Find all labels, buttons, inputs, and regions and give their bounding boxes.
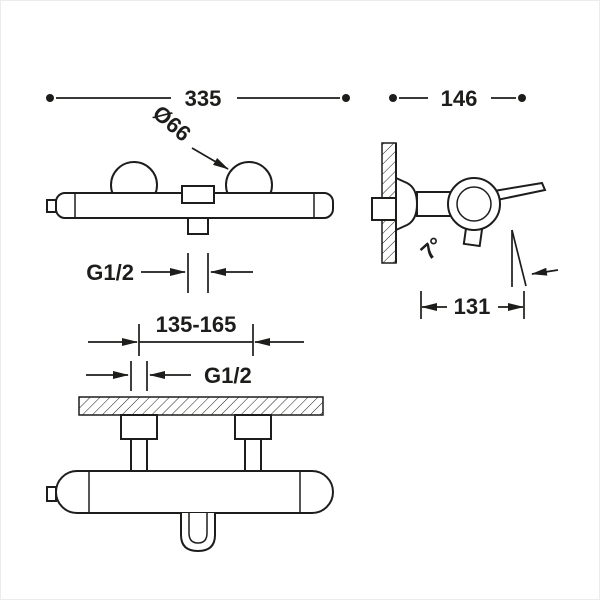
valve-body xyxy=(416,191,452,217)
total-depth-label: 146 xyxy=(441,86,478,111)
inlet-spacing-label: 135-165 xyxy=(156,312,237,337)
dim-inlet-spacing: 135-165 xyxy=(88,312,304,356)
dimension-endpoint-dot xyxy=(518,94,526,102)
wall-section-hatch xyxy=(78,396,324,416)
front-view xyxy=(46,161,334,235)
dim-inlet-thread: G1/2 xyxy=(86,361,252,391)
dimension-endpoint-dot xyxy=(389,94,397,102)
inlet-thread-label: G1/2 xyxy=(204,363,252,388)
left-end-tab xyxy=(46,486,57,502)
dim-spout-angle: 7° xyxy=(416,229,559,287)
dim-total-depth: 146 xyxy=(389,86,526,111)
wall-projection-label: 131 xyxy=(454,294,491,319)
bottom-view xyxy=(46,396,334,553)
wall-union-nut xyxy=(371,197,398,221)
spout-outline xyxy=(180,513,216,553)
dimension-endpoint-dot xyxy=(342,94,350,102)
left-inlet-stem xyxy=(130,438,148,472)
dim-total-width: 335 xyxy=(46,86,350,111)
left-eccentric-union xyxy=(120,414,158,440)
total-width-label: 335 xyxy=(185,86,222,111)
right-inlet-stem xyxy=(244,438,262,472)
spout-angle-label: 7° xyxy=(416,232,448,265)
logo-plate xyxy=(181,185,215,204)
leader-line xyxy=(191,147,229,170)
shower-outlet-thread-label: G1/2 xyxy=(86,260,134,285)
left-end-tab xyxy=(46,199,57,213)
right-eccentric-union xyxy=(234,414,272,440)
dim-shower-outlet-thread: G1/2 xyxy=(86,253,253,293)
spout-inner xyxy=(188,513,208,544)
dim-wall-projection: 131 xyxy=(420,291,525,319)
shower-outlet-connection xyxy=(187,217,209,235)
wall-flange xyxy=(395,176,419,232)
handle-knob-inner xyxy=(456,186,492,222)
side-view xyxy=(371,142,547,264)
handle-knob-side xyxy=(447,177,501,231)
mixer-bar-body xyxy=(55,470,334,514)
dimension-endpoint-dot xyxy=(46,94,54,102)
